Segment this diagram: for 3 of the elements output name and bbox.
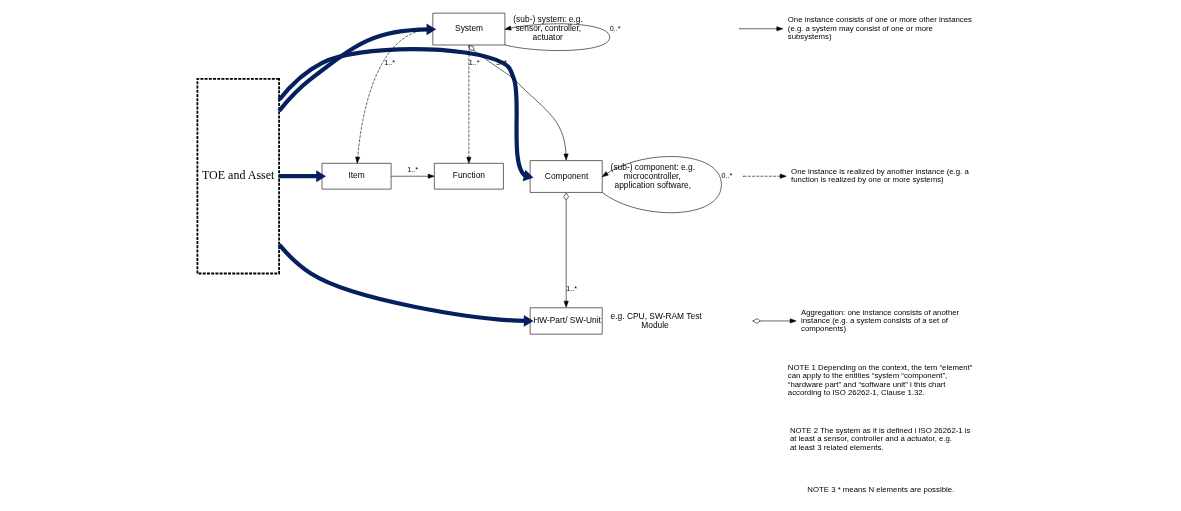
node-label: e.g. CPU, SW-RAM Test Module	[610, 310, 702, 330]
node-label: (sub-) component: e.g. microcontroller, application software,	[610, 161, 696, 190]
node-label: (sub-) system: e.g. sensor, controller, actuator	[513, 14, 583, 43]
